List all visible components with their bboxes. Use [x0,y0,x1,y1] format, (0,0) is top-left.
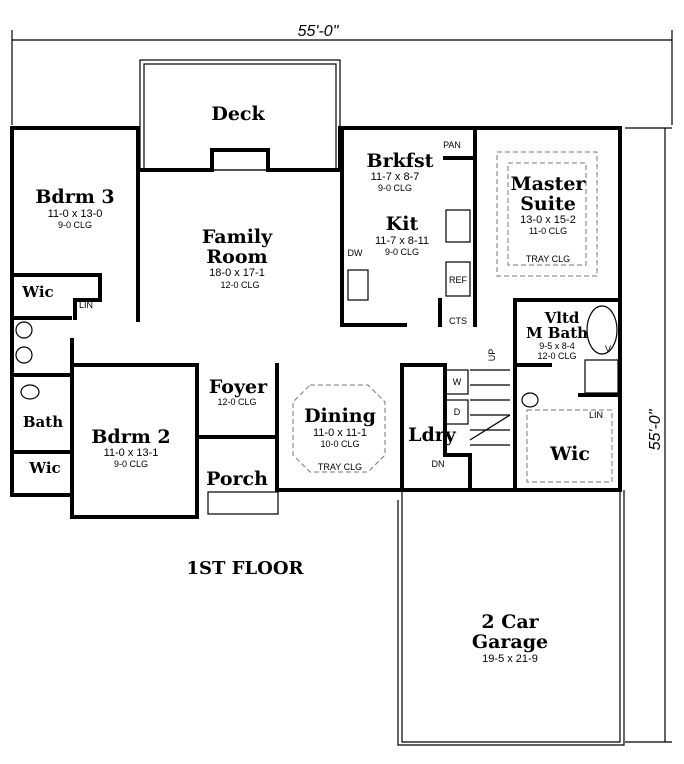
washer-label: W [453,377,462,387]
brkfst-size: 11-7 x 8-7 [371,171,420,183]
vent-label: V [605,344,611,354]
mbath-label-1: Vltd [544,309,580,327]
stairs-down-label: DN [432,459,445,469]
walls [10,126,625,746]
wic-bdrm2-label: Wic [28,459,60,477]
fixtures [15,209,619,446]
kit-label: Kit [386,213,419,235]
floor-title: 1ST FLOOR [187,558,305,579]
washer-icon [445,369,469,395]
brkfst-label: Brkfst [367,150,434,172]
cts-label: CTS [449,316,467,326]
shower-icon [584,359,619,394]
garage-label-2: Garage [472,631,548,653]
master-suite-label-1: Master [511,173,587,195]
family-room-ceiling: 12-0 CLG [220,280,259,290]
toilet-icon [521,392,539,408]
bdrm3-label: Bdrm 3 [35,186,114,208]
mbath-ceiling: 12-0 CLG [537,351,576,361]
mbath-label-2: M Bath [526,324,588,342]
depth-label: 55'-0" [647,408,664,450]
porch-label: Porch [206,468,268,490]
toilet-icon [20,384,40,400]
deck [139,59,341,171]
dining-tray: TRAY CLG [318,462,362,472]
stairs-icon [469,369,511,446]
ldry-label: Ldry [408,424,457,446]
sink-icon [347,269,369,301]
sink-icon [15,346,33,364]
sink-icon [15,321,33,339]
master-ceiling: 11-0 CLG [529,226,567,236]
bdrm3-size: 11-0 x 13-0 [48,208,103,220]
family-room-size: 18-0 x 17-1 [209,267,265,279]
mbath-size: 9-5 x 8-4 [539,341,575,351]
family-room-label-1: Family [202,226,273,248]
refrigerator-icon [445,261,471,297]
wic-bdrm3-label: Wic [21,283,53,301]
master-tray: TRAY CLG [526,254,570,264]
dining-label: Dining [304,405,376,427]
depth-dimension: 55'-0" [625,127,672,743]
foyer-label: Foyer [209,376,268,398]
kit-size: 11-7 x 8-11 [375,235,429,247]
bath-label: Bath [23,413,63,431]
brkfst-ceiling: 9-0 CLG [378,183,412,193]
bdrm2-ceiling: 9-0 CLG [114,459,148,469]
stairs-up-label: UP [487,349,497,362]
bdrm2-label: Bdrm 2 [91,426,170,448]
dishwasher-label: DW [348,248,363,258]
dryer-label: D [454,407,461,417]
dryer-icon [445,399,469,425]
linen-label: LIN [79,300,93,310]
master-suite-label-2: Suite [520,193,576,215]
bdrm2-size: 11-0 x 13-1 [104,447,159,459]
foyer-ceiling: 12-0 CLG [217,397,256,407]
pantry-label: PAN [443,140,461,150]
garage-label-1: 2 Car [481,611,539,633]
width-dimension: 55'-0" [11,23,673,125]
family-room-label-2: Room [206,246,267,268]
range-icon [445,209,471,243]
bdrm3-ceiling: 9-0 CLG [58,220,92,230]
refrigerator-label: REF [449,275,468,285]
linen-label-master: LIN [589,410,603,420]
garage-size: 19-5 x 21-9 [482,653,538,665]
deck-label: Deck [211,103,265,125]
master-size: 13-0 x 15-2 [520,214,576,226]
width-label: 55'-0" [298,23,340,40]
master-wic-label: Wic [549,443,590,465]
dining-size: 11-0 x 11-1 [313,427,367,439]
tray-ceilings [292,151,613,483]
kit-ceiling: 9-0 CLG [385,247,419,257]
tub-icon [586,305,618,355]
dining-ceiling: 10-0 CLG [320,439,359,449]
